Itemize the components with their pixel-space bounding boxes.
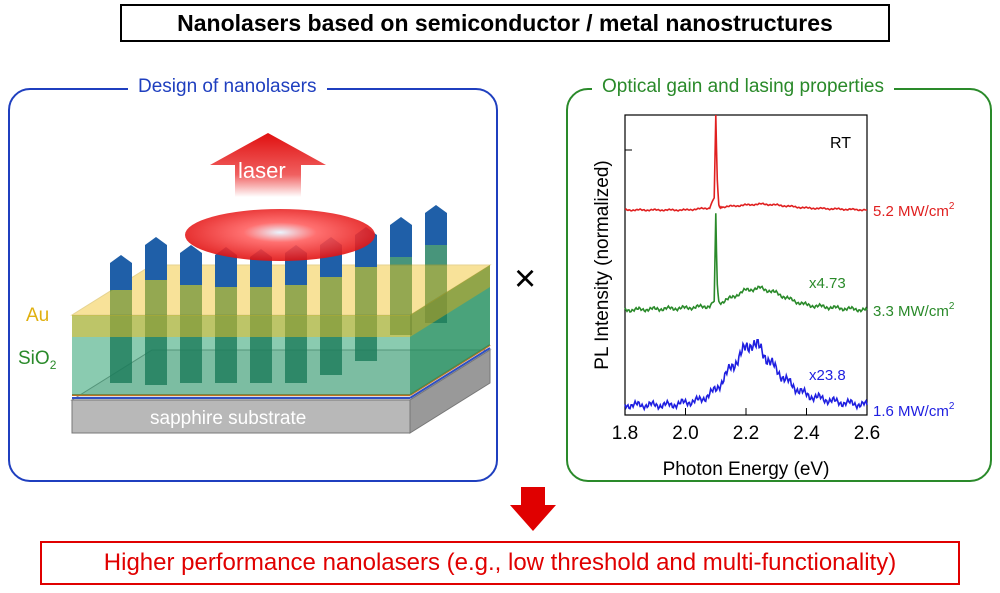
nanolaser-structure-illustration <box>70 133 492 434</box>
y-axis-label: PL Intensity (normalized) <box>592 160 613 369</box>
series-multiplier-2: x4.73 <box>809 275 846 292</box>
series-line-3 <box>624 339 868 412</box>
series-label-1: 5.2 MW/cm2 <box>873 201 955 220</box>
multiply-sign: × <box>514 258 537 300</box>
down-arrow-icon <box>510 487 556 531</box>
x-tick-label: 2.2 <box>733 423 759 444</box>
series-label-2: 3.3 MW/cm2 <box>873 301 955 320</box>
au-label: Au <box>26 305 50 326</box>
au-layer <box>70 264 492 337</box>
rt-label: RT <box>830 135 851 152</box>
x-tick-label: 2.0 <box>672 423 698 444</box>
sio2-label: SiO2 <box>18 348 57 372</box>
x-tick-label: 1.8 <box>612 423 638 444</box>
laser-label: laser <box>238 158 286 183</box>
series-line-2 <box>624 213 868 314</box>
laser-arrow-icon <box>210 133 326 197</box>
design-panel-title: Design of nanolasers <box>128 76 327 98</box>
page-title: Nanolasers based on semiconductor / meta… <box>120 4 890 42</box>
x-tick-label: 2.6 <box>854 423 880 444</box>
series-line-1 <box>624 114 867 212</box>
laser-spot <box>185 209 375 261</box>
gain-panel-title: Optical gain and lasing properties <box>592 76 895 98</box>
substrate-label: sapphire substrate <box>150 408 307 429</box>
series-multiplier-3: x23.8 <box>809 367 846 384</box>
x-axis-label: Photon Energy (eV) <box>663 459 830 480</box>
series-label-3: 1.6 MW/cm2 <box>873 401 955 420</box>
pl-spectra-chart: RT PL Intensity (normalized) Photon Ener… <box>592 114 955 480</box>
conclusion-box: Higher performance nanolasers (e.g., low… <box>40 541 960 585</box>
x-tick-label: 2.4 <box>793 423 820 444</box>
